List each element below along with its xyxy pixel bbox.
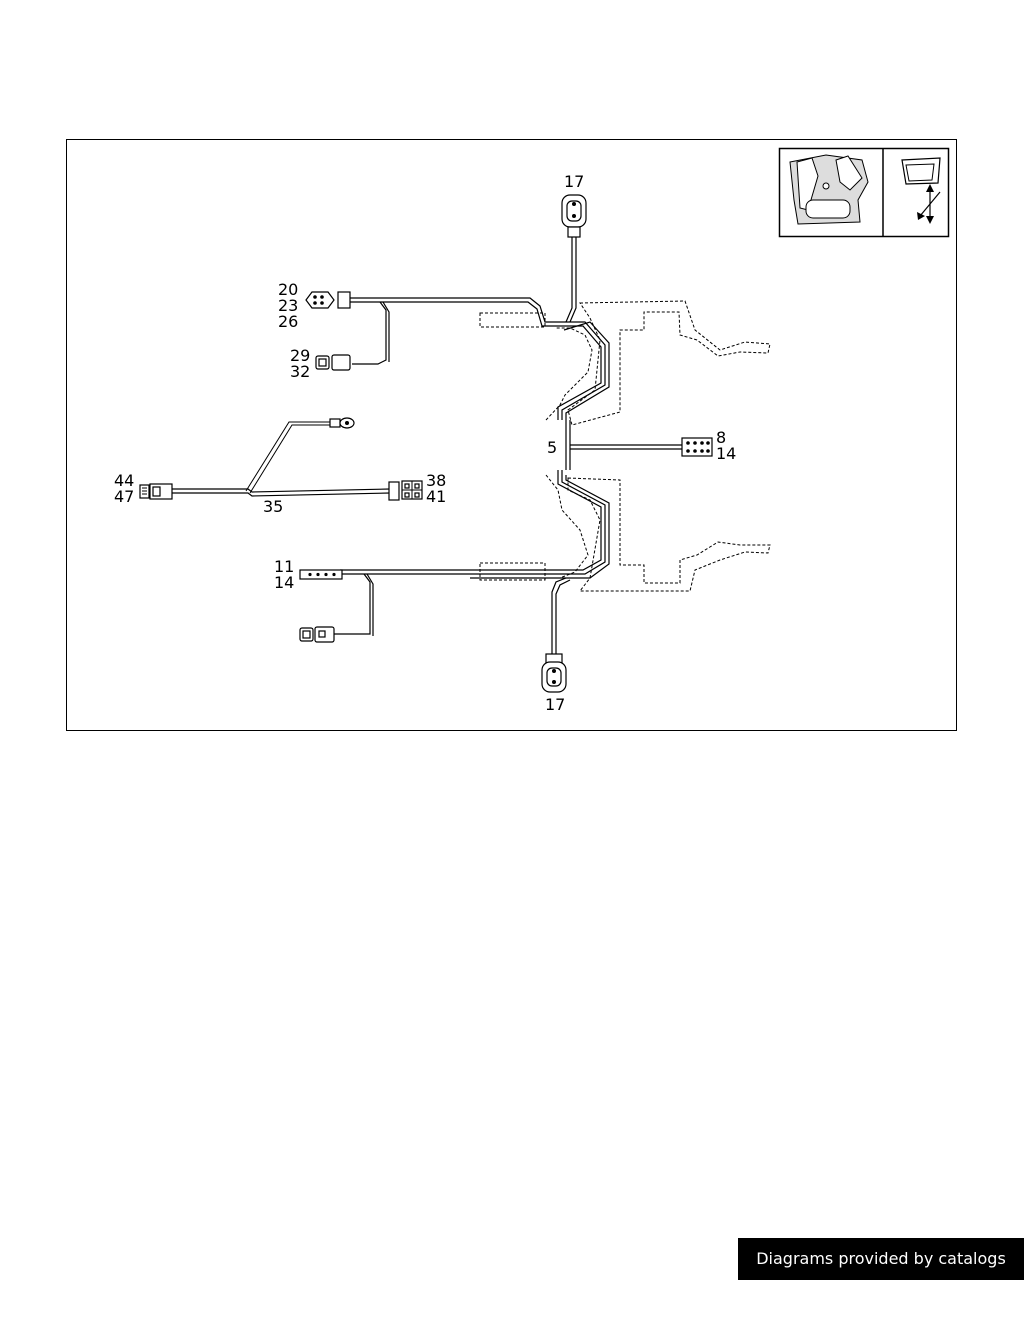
connector-20-23-26 [305, 291, 351, 309]
callout-32: 32 [290, 362, 310, 381]
connector-11-14 [299, 569, 343, 580]
callout-17-bottom: 17 [545, 695, 565, 714]
wiring-harness-diagram: 17 20 23 26 29 32 5 8 14 44 47 35 38 41 … [66, 139, 957, 731]
seat-locator-icon [789, 154, 869, 225]
callout-26: 26 [278, 312, 298, 331]
callout-35: 35 [263, 497, 283, 516]
callout-23: 23 [278, 296, 298, 315]
connector-17-top [561, 194, 587, 238]
locator-inset [778, 147, 950, 238]
callout-14-left: 14 [274, 573, 294, 592]
connector-17-bottom [541, 653, 567, 693]
callout-47: 47 [114, 487, 134, 506]
ring-terminal [329, 417, 355, 429]
footer-credit-banner: Diagrams provided by catalogs parts [738, 1238, 1024, 1310]
diagram-frame [66, 139, 957, 731]
seat-outline-middle [545, 327, 593, 579]
connector-29-32 [315, 354, 351, 371]
harness-35 [172, 421, 391, 497]
callout-20: 20 [278, 280, 298, 299]
callout-8: 8 [716, 428, 726, 447]
connector-44-47 [139, 483, 173, 500]
connector-lower-unlabeled [299, 626, 335, 643]
callout-11: 11 [274, 557, 294, 576]
callout-38: 38 [426, 471, 446, 490]
connector-8-14 [681, 437, 713, 457]
car-direction-icon [901, 157, 941, 224]
callout-29: 29 [290, 346, 310, 365]
callout-14-right: 14 [716, 444, 736, 463]
callout-5: 5 [547, 438, 557, 457]
callout-41: 41 [426, 487, 446, 506]
callout-44: 44 [114, 471, 134, 490]
callout-17-top: 17 [564, 172, 584, 191]
seat-outline-top [479, 300, 771, 426]
connector-38-41 [388, 480, 423, 501]
main-harness [334, 236, 682, 655]
